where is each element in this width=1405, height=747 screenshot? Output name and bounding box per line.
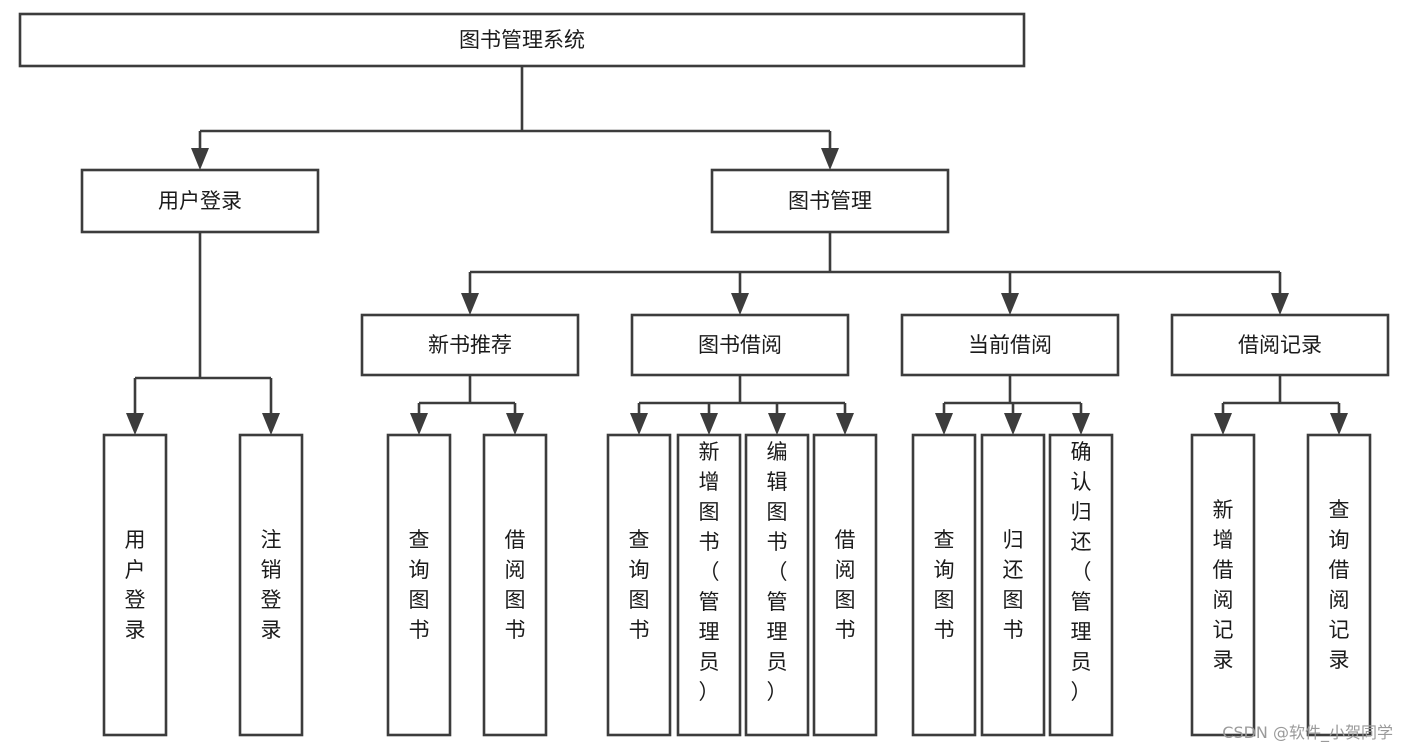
arrowhead-leaf-add-book	[700, 413, 718, 435]
arrowhead-leaf-query-book-bor	[630, 413, 648, 435]
node-label-leaf-edit-book: 编辑图书（管理员）	[767, 440, 788, 704]
node-leaf-logout[interactable]: 注销登录	[238, 433, 304, 737]
connectors-layer	[126, 66, 1348, 435]
node-label-leaf-confirm-return: 确认归还（管理员）	[1071, 440, 1092, 704]
node-book-manage[interactable]: 图书管理	[710, 168, 950, 234]
node-label-leaf-borrow-book-bor: 借阅图书	[835, 528, 856, 642]
node-leaf-query-book-rec[interactable]: 查询图书	[386, 433, 452, 737]
node-label-leaf-query-record: 查询借阅记录	[1329, 498, 1350, 672]
node-box-leaf-confirm-return	[1048, 433, 1114, 737]
node-label-leaf-add-record: 新增借阅记录	[1213, 498, 1234, 672]
node-label-current-borrow: 当前借阅	[968, 333, 1052, 357]
node-current-borrow[interactable]: 当前借阅	[900, 313, 1120, 377]
node-box-user-login	[80, 168, 320, 234]
node-label-leaf-query-book-rec: 查询图书	[409, 528, 430, 642]
node-leaf-user-login[interactable]: 用户登录	[102, 433, 168, 737]
node-label-book-manage: 图书管理	[788, 189, 872, 213]
node-label-book-borrow: 图书借阅	[698, 333, 782, 357]
node-label-leaf-query-book-cur: 查询图书	[934, 528, 955, 642]
arrowhead-leaf-borrow-book-rec	[506, 413, 524, 435]
node-leaf-query-book-cur[interactable]: 查询图书	[911, 433, 977, 737]
node-label-leaf-user-login: 用户登录	[125, 528, 146, 642]
node-box-new-book-recommend	[360, 313, 580, 377]
arrowhead-leaf-add-record	[1214, 413, 1232, 435]
node-box-current-borrow	[900, 313, 1120, 377]
node-leaf-edit-book[interactable]: 编辑图书（管理员）	[744, 433, 810, 737]
node-box-book-borrow	[630, 313, 850, 377]
arrowhead-book-borrow	[731, 293, 749, 315]
node-label-borrow-record: 借阅记录	[1238, 333, 1322, 357]
arrowhead-leaf-logout	[262, 413, 280, 435]
arrowhead-leaf-edit-book	[768, 413, 786, 435]
nodes-layer: 图书管理系统用户登录图书管理新书推荐图书借阅当前借阅借阅记录用户登录注销登录查询…	[18, 12, 1390, 737]
node-box-borrow-record	[1170, 313, 1390, 377]
node-box-leaf-user-login	[102, 433, 168, 737]
arrowhead-current-borrow	[1001, 293, 1019, 315]
node-box-leaf-borrow-book-bor	[812, 433, 878, 737]
arrowhead-user-login	[191, 148, 209, 170]
node-box-leaf-query-book-cur	[911, 433, 977, 737]
node-label-root: 图书管理系统	[459, 28, 585, 52]
arrowhead-book-manage	[821, 148, 839, 170]
node-box-leaf-edit-book	[744, 433, 810, 737]
node-borrow-record[interactable]: 借阅记录	[1170, 313, 1390, 377]
node-box-leaf-return-book	[980, 433, 1046, 737]
arrowhead-new-book-recommend	[461, 293, 479, 315]
arrowhead-leaf-query-book-rec	[410, 413, 428, 435]
node-new-book-recommend[interactable]: 新书推荐	[360, 313, 580, 377]
node-label-user-login: 用户登录	[158, 189, 242, 213]
arrowhead-borrow-record	[1271, 293, 1289, 315]
arrowhead-leaf-borrow-book-bor	[836, 413, 854, 435]
node-box-leaf-add-record	[1190, 433, 1256, 737]
node-user-login[interactable]: 用户登录	[80, 168, 320, 234]
node-box-leaf-query-record	[1306, 433, 1372, 737]
node-root[interactable]: 图书管理系统	[18, 12, 1026, 68]
node-box-leaf-query-book-bor	[606, 433, 672, 737]
node-label-leaf-borrow-book-rec: 借阅图书	[505, 528, 526, 642]
node-label-leaf-return-book: 归还图书	[1003, 528, 1024, 642]
node-leaf-add-record[interactable]: 新增借阅记录	[1190, 433, 1256, 737]
node-label-leaf-add-book: 新增图书（管理员）	[699, 440, 720, 704]
node-leaf-borrow-book-rec[interactable]: 借阅图书	[482, 433, 548, 737]
csdn-watermark: CSDN @软件_小贺同学	[1222, 723, 1393, 742]
node-book-borrow[interactable]: 图书借阅	[630, 313, 850, 377]
node-leaf-return-book[interactable]: 归还图书	[980, 433, 1046, 737]
node-leaf-add-book[interactable]: 新增图书（管理员）	[676, 433, 742, 737]
node-leaf-borrow-book-bor[interactable]: 借阅图书	[812, 433, 878, 737]
arrowhead-leaf-confirm-return	[1072, 413, 1090, 435]
arrowhead-leaf-query-book-cur	[935, 413, 953, 435]
node-box-leaf-logout	[238, 433, 304, 737]
node-leaf-query-record[interactable]: 查询借阅记录	[1306, 433, 1372, 737]
node-box-leaf-query-book-rec	[386, 433, 452, 737]
node-leaf-confirm-return[interactable]: 确认归还（管理员）	[1048, 433, 1114, 737]
node-label-leaf-logout: 注销登录	[261, 528, 282, 642]
node-box-leaf-borrow-book-rec	[482, 433, 548, 737]
node-box-root	[18, 12, 1026, 68]
node-label-leaf-query-book-bor: 查询图书	[629, 528, 650, 642]
node-box-leaf-add-book	[676, 433, 742, 737]
node-label-new-book-recommend: 新书推荐	[428, 333, 512, 357]
arrowhead-leaf-user-login	[126, 413, 144, 435]
node-box-book-manage	[710, 168, 950, 234]
arrowhead-leaf-return-book	[1004, 413, 1022, 435]
arrowhead-leaf-query-record	[1330, 413, 1348, 435]
node-leaf-query-book-bor[interactable]: 查询图书	[606, 433, 672, 737]
